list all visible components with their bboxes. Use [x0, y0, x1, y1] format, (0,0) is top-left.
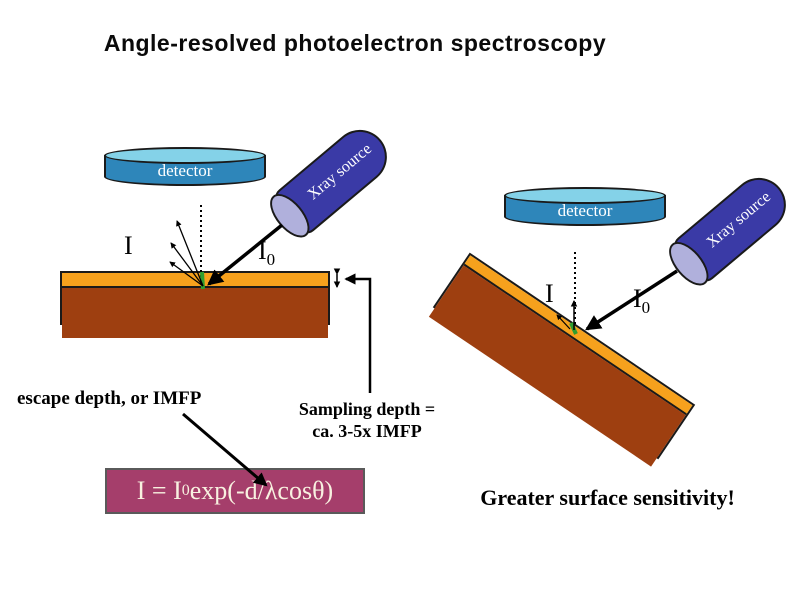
right-detector: detector: [504, 187, 666, 227]
left-sample-substrate: [62, 288, 328, 338]
formula-subscript: 0: [181, 482, 190, 499]
left-emitted-intensity-label: I: [124, 231, 133, 260]
formula-text-part1: I = I: [136, 476, 182, 505]
right-xray-source: Xray source: [661, 166, 797, 293]
left-xray-source: Xray source: [262, 118, 398, 245]
left-detector-top: [104, 147, 266, 164]
sampling-depth-line2: ca. 3-5x IMFP: [312, 421, 422, 441]
right-incident-beam-arrow: [585, 269, 678, 331]
escape-depth-label: escape depth, or IMFP: [17, 388, 202, 409]
formula-text-part2: exp(-d/λcosθ): [189, 476, 334, 505]
left-detector-label: detector: [157, 161, 213, 180]
left-sample: [60, 271, 330, 338]
right-emitted-intensity-label: I: [545, 279, 554, 308]
conclusion-label: Greater surface sensitivity!: [480, 485, 735, 510]
right-sample-tilted: [428, 252, 696, 467]
sampling-depth-line1: Sampling depth =: [298, 399, 436, 419]
left-incident-intensity-label: I0: [258, 236, 276, 270]
sampling-depth-connector-arrow: [344, 273, 372, 393]
left-detector: detector: [104, 147, 266, 187]
right-detector-label: detector: [557, 201, 613, 220]
right-incident-intensity-label: I0: [633, 284, 651, 318]
left-sample-surface-layer: [62, 273, 328, 288]
sampling-depth-label: Sampling depth = ca. 3-5x IMFP: [272, 398, 462, 442]
right-detector-top: [504, 187, 666, 204]
slide-title: Angle-resolved photoelectron spectroscop…: [103, 30, 607, 56]
